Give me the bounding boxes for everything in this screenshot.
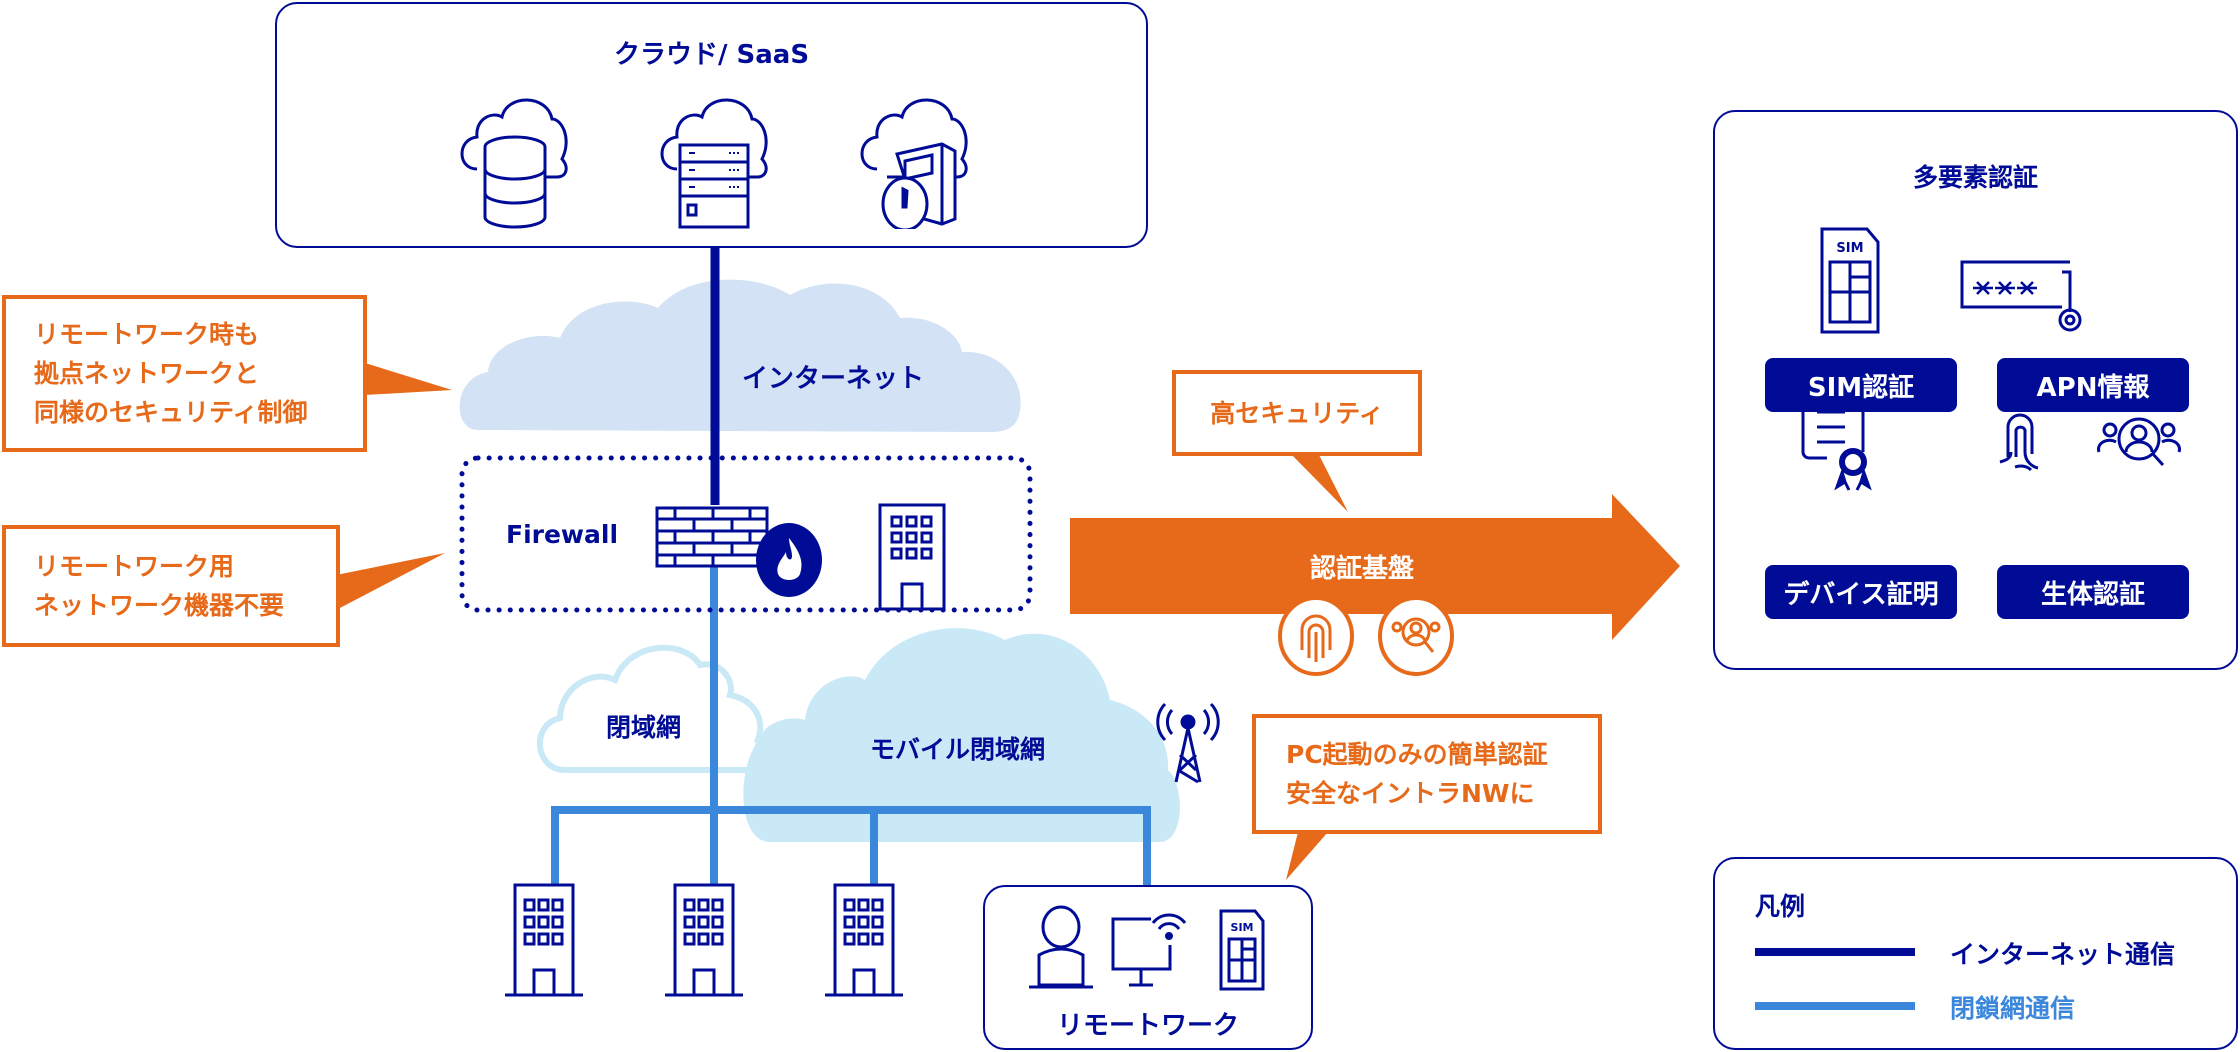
cloud-saas-box: クラウド/ SaaS: [275, 2, 1148, 248]
callout-line: 安全なイントラNWに: [1286, 779, 1535, 808]
cloud-saas-title: クラウド/ SaaS: [613, 40, 810, 70]
mfa-apn-info: APN情報: [1997, 358, 2189, 412]
branch-building-1: [505, 883, 583, 997]
office-building-hq: [878, 503, 946, 611]
fingerprint-icon: [1999, 413, 2039, 472]
legend-label-internet: インターネット通信: [1950, 940, 2176, 969]
legend-title: 凡例: [1755, 892, 1806, 921]
legend-box: 凡例 インターネット通信 閉鎖網通信: [1713, 857, 2238, 1050]
callout-line: ネットワーク機器不要: [34, 591, 285, 620]
firewall-icon: [655, 506, 769, 568]
svg-text:SIM: SIM: [1231, 921, 1254, 934]
callout-tail-4: [1286, 832, 1328, 880]
branch-building-3: [825, 883, 903, 997]
closed-network-lines: [551, 565, 1151, 885]
internet-cloud: [459, 279, 1021, 432]
face-recognition-icon: [1391, 617, 1441, 653]
legend-swatch-internet: [1755, 948, 1915, 956]
firewall-zone: [459, 455, 1033, 613]
person-icon: [1029, 905, 1093, 989]
callout-line: 高セキュリティ: [1210, 398, 1384, 428]
callout-security-control: リモートワーク時も 拠点ネットワークと 同様のセキュリティ制御: [2, 295, 367, 452]
callout-simple-auth: PC起動のみの簡単認証 安全なイントラNWに: [1252, 714, 1602, 834]
callout-line: 同様のセキュリティ制御: [34, 398, 308, 427]
password-key-icon: [1960, 260, 2082, 332]
legend-label-closed: 閉鎖網通信: [1950, 994, 2076, 1023]
cloud-datacenter-icon: [860, 98, 968, 229]
auth-platform-arrow: [1070, 494, 1680, 640]
callout-no-device: リモートワーク用 ネットワーク機器不要: [2, 525, 340, 647]
sim-card-icon: [1820, 227, 1880, 334]
legend-swatch-closed: [1755, 1002, 1915, 1010]
mobile-network-cloud: [743, 628, 1180, 842]
remote-work-box: SIM リモートワーク: [983, 885, 1313, 1050]
fingerprint-icon: [1300, 614, 1332, 662]
closed-network-label: 閉域網: [606, 713, 682, 742]
callout-line: リモートワーク時も: [34, 320, 260, 349]
closed-network-cloud: [536, 644, 786, 773]
cloud-server-icon: [660, 98, 768, 229]
mobile-network-label: モバイル閉域網: [870, 735, 1046, 764]
auth-platform-label: 認証基盤: [1310, 554, 1415, 584]
cloud-database-icon: [460, 98, 568, 229]
callout-line: リモートワーク用: [34, 552, 235, 581]
callout-tail-3: [1290, 453, 1348, 512]
firewall-label: Firewall: [506, 520, 619, 549]
callout-high-security: 高セキュリティ: [1172, 370, 1422, 456]
remote-work-label: リモートワーク: [1056, 1011, 1239, 1041]
branch-building-2: [665, 883, 743, 997]
mfa-title: 多要素認証: [1912, 163, 2038, 192]
mfa-biometric: 生体認証: [1997, 565, 2189, 619]
face-recognition-icon: [2097, 417, 2181, 467]
radio-tower-icon: [1156, 702, 1220, 784]
internet-label: インターネット: [742, 364, 925, 394]
mfa-box: 多要素認証 SIM SIM認証 APN情報 デバイス証明 生体認証: [1713, 110, 2238, 670]
callout-tail-1: [365, 363, 452, 395]
mfa-sim-auth: SIM認証: [1765, 358, 1957, 412]
computer-wifi-icon: [1111, 913, 1187, 987]
mfa-device-cert: デバイス証明: [1765, 565, 1957, 619]
callout-line: PC起動のみの簡単認証: [1286, 740, 1548, 769]
callout-tail-2: [336, 553, 445, 610]
sim-card-icon: [1219, 909, 1265, 991]
fire-icon: [756, 523, 822, 597]
auth-biometric-circles: [1278, 596, 1454, 676]
sim-text: SIM: [1836, 241, 1863, 256]
callout-line: 拠点ネットワークと: [34, 359, 260, 388]
